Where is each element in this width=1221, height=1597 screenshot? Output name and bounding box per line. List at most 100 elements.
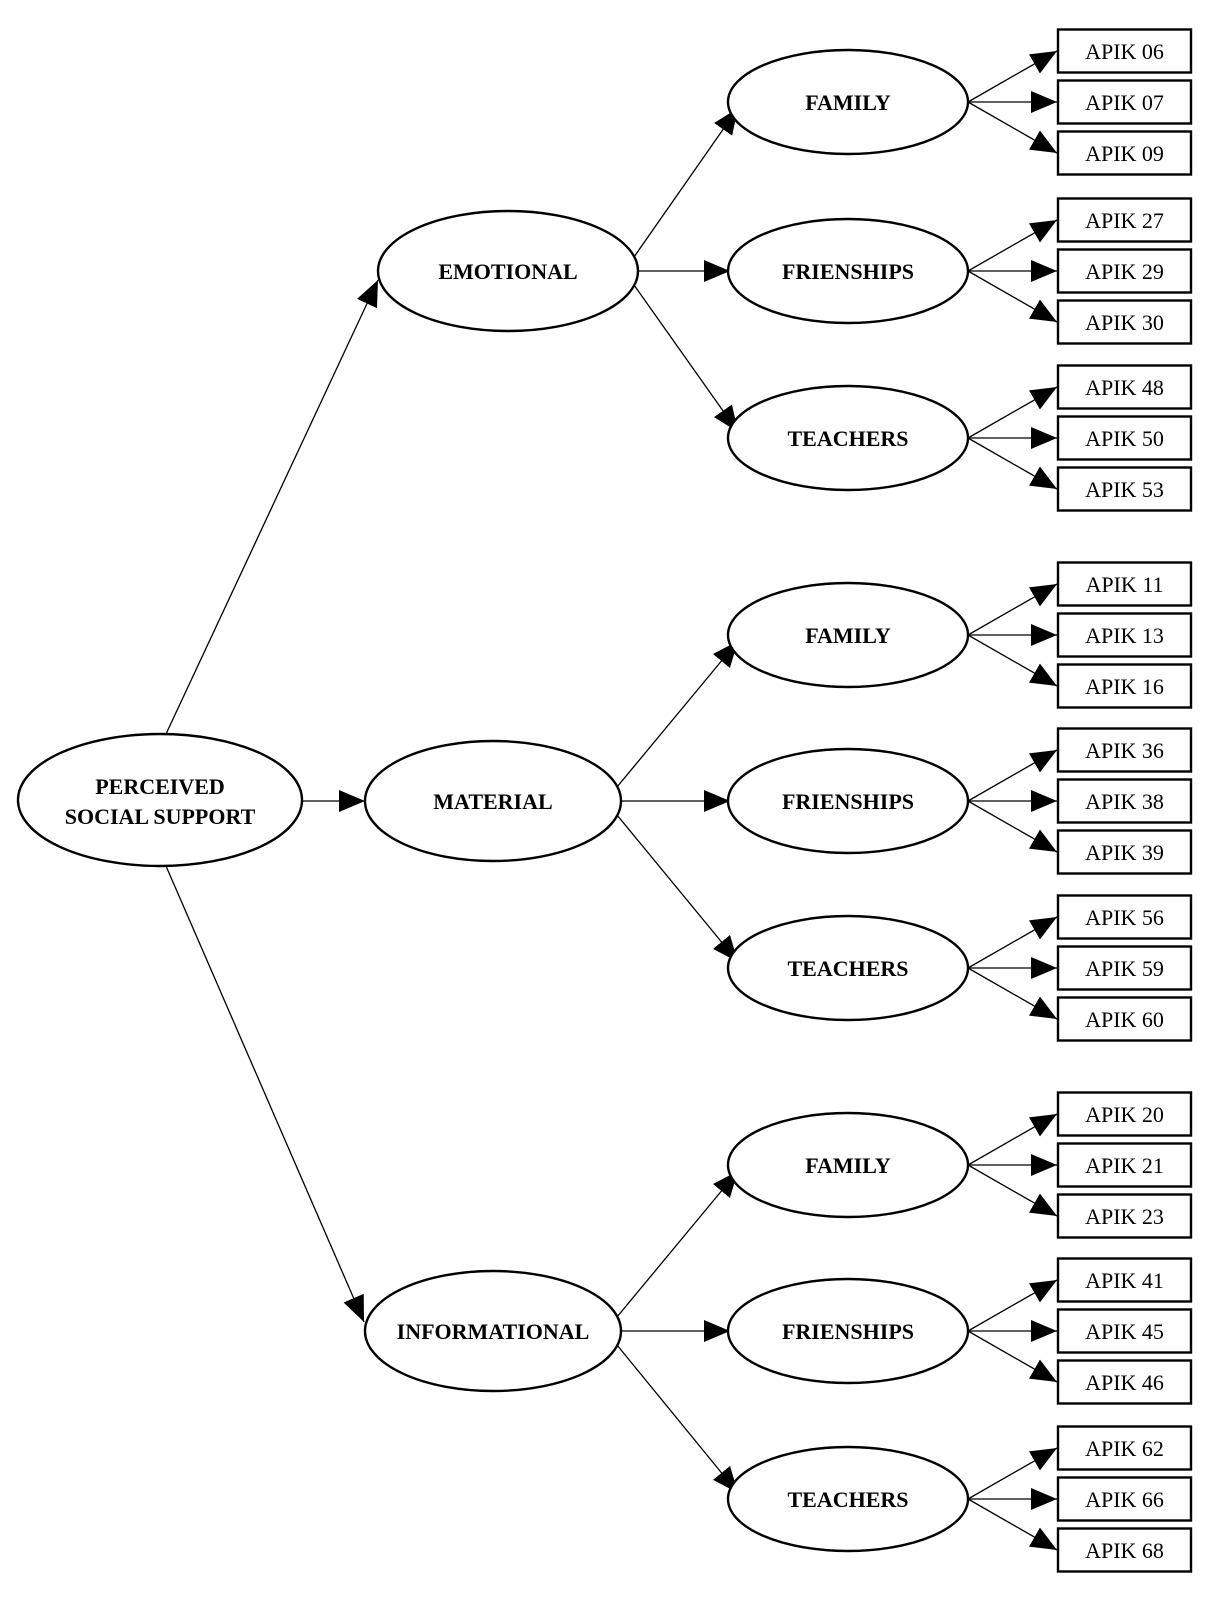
group-node-informational-frienships: FRIENSHIPS	[726, 1277, 970, 1385]
item-box-apik-36: APIK 36	[1056, 727, 1193, 773]
item-label-apik-06: APIK 06	[1085, 39, 1164, 64]
item-box-apik-60: APIK 60	[1056, 996, 1193, 1042]
edge-emotional-frienships-to-apik-30	[967, 270, 1058, 323]
item-rect-apik-30	[1056, 299, 1193, 345]
item-label-apik-16: APIK 16	[1085, 674, 1164, 699]
item-box-apik-13: APIK 13	[1056, 612, 1193, 658]
item-rect-apik-13	[1056, 612, 1193, 658]
item-box-apik-20: APIK 20	[1056, 1091, 1193, 1137]
group-label-material-frienships: FRIENSHIPS	[782, 789, 914, 814]
item-box-apik-39: APIK 39	[1056, 829, 1193, 875]
item-label-apik-66: APIK 66	[1085, 1487, 1164, 1512]
item-rect-apik-45	[1056, 1308, 1193, 1354]
group-label-material-family: FAMILY	[805, 623, 891, 648]
group-label-material-teachers: TEACHERS	[787, 956, 908, 981]
item-box-apik-38: APIK 38	[1056, 778, 1193, 824]
item-box-apik-11: APIK 11	[1056, 561, 1193, 607]
edge-informational-frienships-to-apik-41	[967, 1279, 1058, 1332]
item-box-apik-62: APIK 62	[1056, 1425, 1193, 1471]
item-rect-apik-62	[1056, 1425, 1193, 1471]
item-label-apik-11: APIK 11	[1085, 572, 1163, 597]
branch-ellipse-informational	[363, 1269, 623, 1393]
group-label-informational-frienships: FRIENSHIPS	[782, 1319, 914, 1344]
item-rect-apik-39	[1056, 829, 1193, 875]
item-box-apik-56: APIK 56	[1056, 894, 1193, 940]
group-ellipse-emotional-frienships	[726, 217, 970, 325]
item-rect-apik-48	[1056, 364, 1193, 410]
item-box-apik-27: APIK 27	[1056, 197, 1193, 243]
edge-material-teachers-to-apik-56	[967, 916, 1058, 969]
edge-emotional-teachers-to-apik-53	[967, 437, 1058, 490]
edge-informational-family-to-apik-23	[967, 1164, 1058, 1217]
edge-emotional-family-to-apik-06	[967, 50, 1058, 103]
item-label-apik-60: APIK 60	[1085, 1007, 1164, 1032]
item-label-apik-29: APIK 29	[1085, 259, 1164, 284]
edge-root-to-informational	[165, 865, 365, 1323]
item-rect-apik-46	[1056, 1359, 1193, 1405]
branch-label-material: MATERIAL	[433, 789, 552, 814]
edge-material-family-to-apik-11	[967, 583, 1058, 636]
item-rect-apik-60	[1056, 996, 1193, 1042]
item-rect-apik-27	[1056, 197, 1193, 243]
item-rect-apik-11	[1056, 561, 1193, 607]
item-rect-apik-66	[1056, 1476, 1193, 1522]
group-node-informational-family: FAMILY	[726, 1111, 970, 1219]
group-node-material-teachers: TEACHERS	[726, 914, 970, 1022]
branch-label-emotional: EMOTIONAL	[438, 259, 577, 284]
group-node-informational-teachers: TEACHERS	[726, 1445, 970, 1553]
group-label-informational-family: FAMILY	[805, 1153, 891, 1178]
item-box-apik-50: APIK 50	[1056, 415, 1193, 461]
edges	[165, 50, 1058, 1551]
group-ellipse-informational-frienships	[726, 1277, 970, 1385]
item-rect-apik-50	[1056, 415, 1193, 461]
item-box-apik-09: APIK 09	[1056, 130, 1193, 176]
item-label-apik-39: APIK 39	[1085, 840, 1164, 865]
edge-informational-to-family	[616, 1170, 739, 1318]
group-ellipse-informational-family	[726, 1111, 970, 1219]
item-box-apik-07: APIK 07	[1056, 79, 1193, 125]
group-ellipse-emotional-family	[726, 48, 970, 156]
item-rect-apik-16	[1056, 663, 1193, 709]
branch-node-informational: INFORMATIONAL	[363, 1269, 623, 1393]
group-node-material-family: FAMILY	[726, 581, 970, 689]
branch-ellipse-emotional	[376, 209, 640, 333]
item-label-apik-27: APIK 27	[1085, 208, 1164, 233]
branch-label-informational: INFORMATIONAL	[397, 1319, 590, 1344]
item-rect-apik-20	[1056, 1091, 1193, 1137]
item-rect-apik-21	[1056, 1142, 1193, 1188]
item-label-apik-45: APIK 45	[1085, 1319, 1164, 1344]
item-label-apik-68: APIK 68	[1085, 1538, 1164, 1563]
edge-material-family-to-apik-16	[967, 634, 1058, 687]
item-rect-apik-23	[1056, 1193, 1193, 1239]
item-label-apik-36: APIK 36	[1085, 738, 1164, 763]
edge-material-frienships-to-apik-39	[967, 800, 1058, 853]
item-rect-apik-09	[1056, 130, 1193, 176]
item-rect-apik-59	[1056, 945, 1193, 991]
item-rect-apik-29	[1056, 248, 1193, 294]
group-ellipse-informational-teachers	[726, 1445, 970, 1553]
edge-material-frienships-to-apik-36	[967, 749, 1058, 802]
item-box-apik-21: APIK 21	[1056, 1142, 1193, 1188]
item-box-apik-68: APIK 68	[1056, 1527, 1193, 1573]
branch-node-emotional: EMOTIONAL	[376, 209, 640, 333]
item-rect-apik-36	[1056, 727, 1193, 773]
item-label-apik-13: APIK 13	[1085, 623, 1164, 648]
item-box-apik-66: APIK 66	[1056, 1476, 1193, 1522]
item-label-apik-48: APIK 48	[1085, 375, 1164, 400]
item-rect-apik-07	[1056, 79, 1193, 125]
item-label-apik-46: APIK 46	[1085, 1370, 1164, 1395]
item-label-apik-21: APIK 21	[1085, 1153, 1164, 1178]
group-ellipse-material-frienships	[726, 747, 970, 855]
edge-emotional-to-teachers	[633, 284, 739, 433]
item-label-apik-20: APIK 20	[1085, 1102, 1164, 1127]
group-ellipse-material-family	[726, 581, 970, 689]
edge-emotional-teachers-to-apik-48	[967, 386, 1058, 439]
group-ellipse-emotional-teachers	[726, 384, 970, 492]
branch-ellipse-material	[363, 739, 623, 863]
item-rect-apik-38	[1056, 778, 1193, 824]
root-label-line2: SOCIAL SUPPORT	[65, 804, 256, 829]
item-label-apik-07: APIK 07	[1085, 90, 1164, 115]
